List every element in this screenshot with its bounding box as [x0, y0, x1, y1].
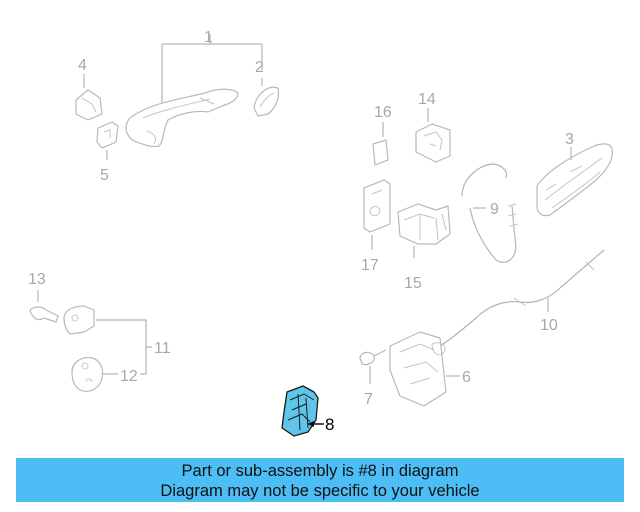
banner-line-1: Part or sub-assembly is #8 in diagram	[181, 462, 459, 480]
part-15-hinge[interactable]: 15	[397, 203, 451, 292]
part-6-latch[interactable]: 6	[389, 331, 471, 407]
part-13-bolt[interactable]: 13	[28, 271, 59, 323]
callout-16: 16	[374, 104, 392, 121]
callout-1: 1	[204, 29, 213, 46]
part-1-outside-handle[interactable]: 1	[125, 29, 263, 148]
part-10-cable[interactable]: 10	[439, 249, 605, 347]
callout-4: 4	[78, 57, 87, 74]
part-17-plate[interactable]: 17	[361, 179, 391, 274]
callout-5: 5	[100, 167, 109, 184]
parts-diagram: 1 2 3 4 5 16 14	[28, 29, 613, 437]
part-5-escutcheon[interactable]: 5	[96, 121, 119, 184]
callout-12: 12	[120, 368, 138, 385]
part-14-striker[interactable]: 14	[415, 91, 451, 163]
callout-14: 14	[418, 91, 436, 108]
callout-2: 2	[255, 59, 264, 76]
callout-3: 3	[565, 131, 574, 148]
banner-line-2: Diagram may not be specific to your vehi…	[160, 482, 480, 500]
part-16-pad[interactable]: 16	[372, 104, 392, 166]
callout-17: 17	[361, 257, 379, 274]
part-11-plate[interactable]: 11	[63, 305, 171, 375]
callout-15: 15	[404, 275, 422, 292]
part-2-handle-cap[interactable]: 2	[253, 59, 280, 117]
part-3-bracket[interactable]: 3	[536, 131, 613, 217]
callout-7: 7	[364, 391, 373, 408]
callout-8: 8	[325, 415, 334, 434]
part-12-plate[interactable]: 12	[71, 357, 138, 392]
callout-6: 6	[462, 369, 471, 386]
callout-13: 13	[28, 271, 46, 288]
part-4-cover[interactable]: 4	[75, 57, 103, 121]
callout-11: 11	[154, 340, 171, 357]
callout-9: 9	[490, 201, 499, 218]
part-7-screw[interactable]: 7	[359, 349, 387, 408]
part-8-actuator[interactable]: 8	[281, 385, 334, 437]
callout-10: 10	[540, 317, 558, 334]
part-9-cable[interactable]: 9	[461, 163, 519, 263]
info-banner: Part or sub-assembly is #8 in diagram Di…	[16, 458, 624, 502]
